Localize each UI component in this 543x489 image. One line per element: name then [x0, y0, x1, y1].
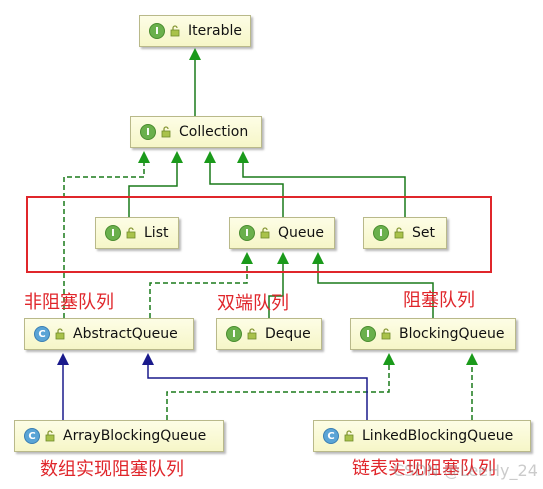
node-abstract-queue[interactable]: C AbstractQueue	[24, 318, 194, 350]
node-label: BlockingQueue	[399, 326, 505, 342]
edge-list-collection	[128, 163, 178, 217]
lock-icon	[55, 328, 65, 340]
node-deque[interactable]: I Deque	[216, 318, 322, 350]
interface-icon: I	[239, 225, 255, 241]
lock-icon	[394, 227, 404, 239]
interface-icon: I	[105, 225, 121, 241]
edge-abstractqueue-queue	[149, 264, 248, 318]
lock-icon	[45, 430, 55, 442]
class-icon: C	[323, 428, 339, 444]
arrowhead	[57, 353, 69, 365]
node-queue[interactable]: I Queue	[229, 217, 335, 249]
node-collection[interactable]: I Collection	[130, 116, 262, 148]
interface-icon: I	[360, 326, 376, 342]
lock-icon	[161, 126, 171, 138]
edge-blockingqueue-queue	[317, 264, 434, 318]
edge-arraybq-blockingqueue	[166, 365, 390, 420]
node-label: Set	[412, 225, 435, 241]
arrowhead	[138, 151, 150, 163]
arrowhead	[241, 252, 253, 264]
class-icon: C	[24, 428, 40, 444]
interface-icon: I	[226, 326, 242, 342]
queue-family-highlight-box	[26, 196, 492, 273]
lock-icon	[247, 328, 257, 340]
node-label: AbstractQueue	[73, 326, 178, 342]
interface-icon: I	[140, 124, 156, 140]
annotation-linked-impl: 链表实现阻塞队列	[352, 458, 496, 479]
edge-queue-collection	[209, 163, 284, 217]
arrowhead	[237, 151, 249, 163]
arrowhead	[189, 48, 201, 60]
lock-icon	[260, 227, 270, 239]
edge-linkedbq-abstractqueue	[147, 365, 368, 420]
arrowhead	[204, 151, 216, 163]
node-label: Collection	[179, 124, 249, 140]
node-set[interactable]: I Set	[363, 217, 447, 249]
lock-icon	[344, 430, 354, 442]
node-array-blocking-queue[interactable]: C ArrayBlockingQueue	[14, 420, 224, 452]
arrowhead	[142, 353, 154, 365]
arrowhead	[466, 353, 478, 365]
arrowhead	[312, 252, 324, 264]
node-iterable[interactable]: I Iterable	[139, 15, 251, 47]
node-label: List	[144, 225, 169, 241]
node-label: Iterable	[188, 23, 242, 39]
abstract-class-icon: C	[34, 326, 50, 342]
arrowhead	[277, 252, 289, 264]
lock-icon	[126, 227, 136, 239]
node-label: Queue	[278, 225, 324, 241]
lock-icon	[170, 25, 180, 37]
annotation-double-ended-queue: 双端队列	[217, 293, 289, 314]
interface-icon: I	[149, 23, 165, 39]
node-label: LinkedBlockingQueue	[362, 428, 514, 444]
annotation-array-impl: 数组实现阻塞队列	[40, 459, 184, 480]
annotation-non-blocking-queue: 非阻塞队列	[24, 292, 114, 313]
node-blocking-queue[interactable]: I BlockingQueue	[350, 318, 516, 350]
edge-deque-queue	[268, 264, 284, 318]
watermark: CSDN @LeeHy_24	[393, 461, 538, 480]
arrowhead	[383, 353, 395, 365]
node-list[interactable]: I List	[95, 217, 179, 249]
annotation-blocking-queue: 阻塞队列	[403, 290, 475, 311]
lock-icon	[381, 328, 391, 340]
interface-icon: I	[373, 225, 389, 241]
edge-abstractqueue-collection	[63, 163, 145, 318]
node-label: Deque	[265, 326, 311, 342]
node-linked-blocking-queue[interactable]: C LinkedBlockingQueue	[313, 420, 531, 452]
node-label: ArrayBlockingQueue	[63, 428, 207, 444]
arrowhead	[171, 151, 183, 163]
